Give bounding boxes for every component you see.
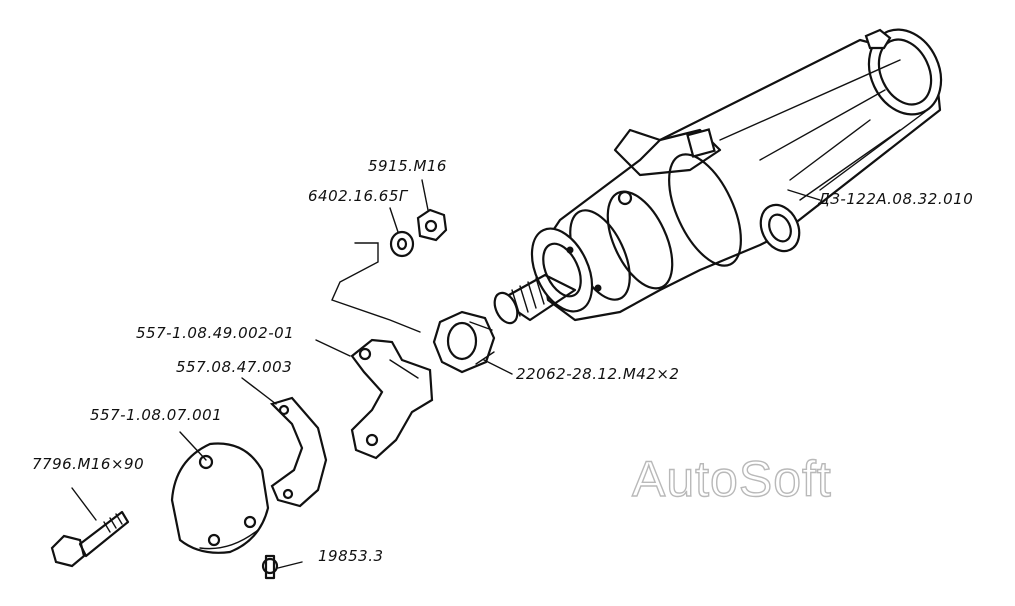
label-bolt: 7796.М16×90 bbox=[32, 455, 145, 473]
leader-lines bbox=[71, 179, 821, 569]
hydraulic-cylinder bbox=[493, 28, 943, 325]
retaining-plate bbox=[269, 396, 328, 508]
label-cylinder: ДЗ-122А.08.32.010 bbox=[818, 190, 974, 208]
label-screw: 19853.3 bbox=[318, 547, 384, 565]
cover bbox=[170, 442, 270, 554]
screw-19853 bbox=[261, 554, 279, 580]
nut-m16 bbox=[416, 208, 448, 242]
spring-washer bbox=[389, 230, 415, 258]
watermark: AutoSoft bbox=[631, 450, 832, 507]
clamp-half bbox=[350, 338, 434, 460]
assembly-guide-line bbox=[331, 242, 421, 333]
label-lock-nut: 22062-28.12.М42×2 bbox=[516, 365, 680, 383]
label-plate: 557.08.47.003 bbox=[176, 358, 293, 376]
label-clamp: 557-1.08.49.002-01 bbox=[136, 324, 295, 342]
lock-nut-m42 bbox=[432, 310, 496, 374]
bolt-m16x90 bbox=[50, 510, 130, 568]
label-cover: 557-1.08.07.001 bbox=[90, 406, 223, 424]
label-nut-m16: 5915.М16 bbox=[368, 157, 447, 175]
label-washer: 6402.16.65Г bbox=[308, 187, 408, 205]
